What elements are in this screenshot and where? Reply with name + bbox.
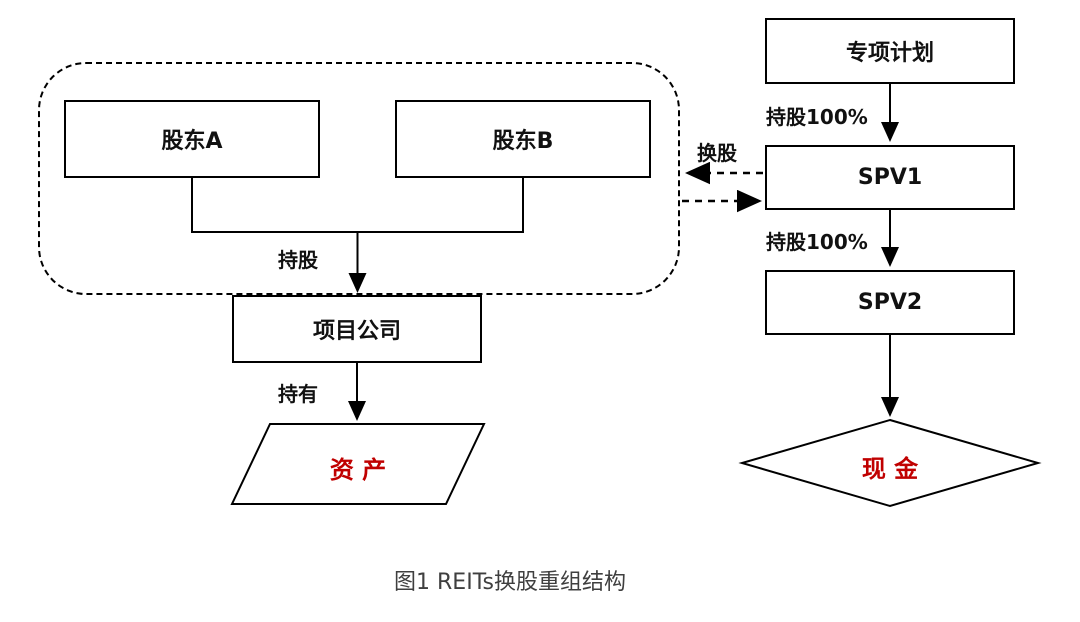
node-shareholder-b: 股东B — [395, 100, 651, 178]
edge-label-holding: 持股 — [278, 248, 318, 272]
edge-label-holding100-bottom: 持股100% — [766, 230, 868, 254]
node-spv1: SPV1 — [765, 145, 1015, 210]
node-spv2: SPV2 — [765, 270, 1015, 335]
assets-label: 资 产 — [329, 456, 387, 484]
node-label: 股东A — [161, 129, 223, 154]
node-label: SPV1 — [857, 165, 923, 190]
node-shareholder-a: 股东A — [64, 100, 320, 178]
shareholders-dashed-group — [38, 62, 680, 295]
node-label: 专项计划 — [845, 41, 934, 66]
node-label: 股东B — [492, 129, 554, 154]
node-label: 项目公司 — [312, 319, 401, 344]
node-label: SPV2 — [857, 290, 923, 315]
figure-caption: 图1 REITs换股重组结构 — [394, 570, 626, 595]
cash-label: 现 金 — [861, 455, 919, 483]
edge-label-holds: 持有 — [278, 382, 318, 406]
node-project-company: 项目公司 — [232, 295, 482, 363]
edge-label-holding100-top: 持股100% — [766, 105, 868, 129]
shareholder-join-line — [191, 178, 524, 233]
cash-diamond — [738, 418, 1042, 508]
node-special-plan: 专项计划 — [765, 18, 1015, 84]
assets-parallelogram — [230, 423, 486, 505]
edge-label-swap: 换股 — [697, 141, 737, 165]
